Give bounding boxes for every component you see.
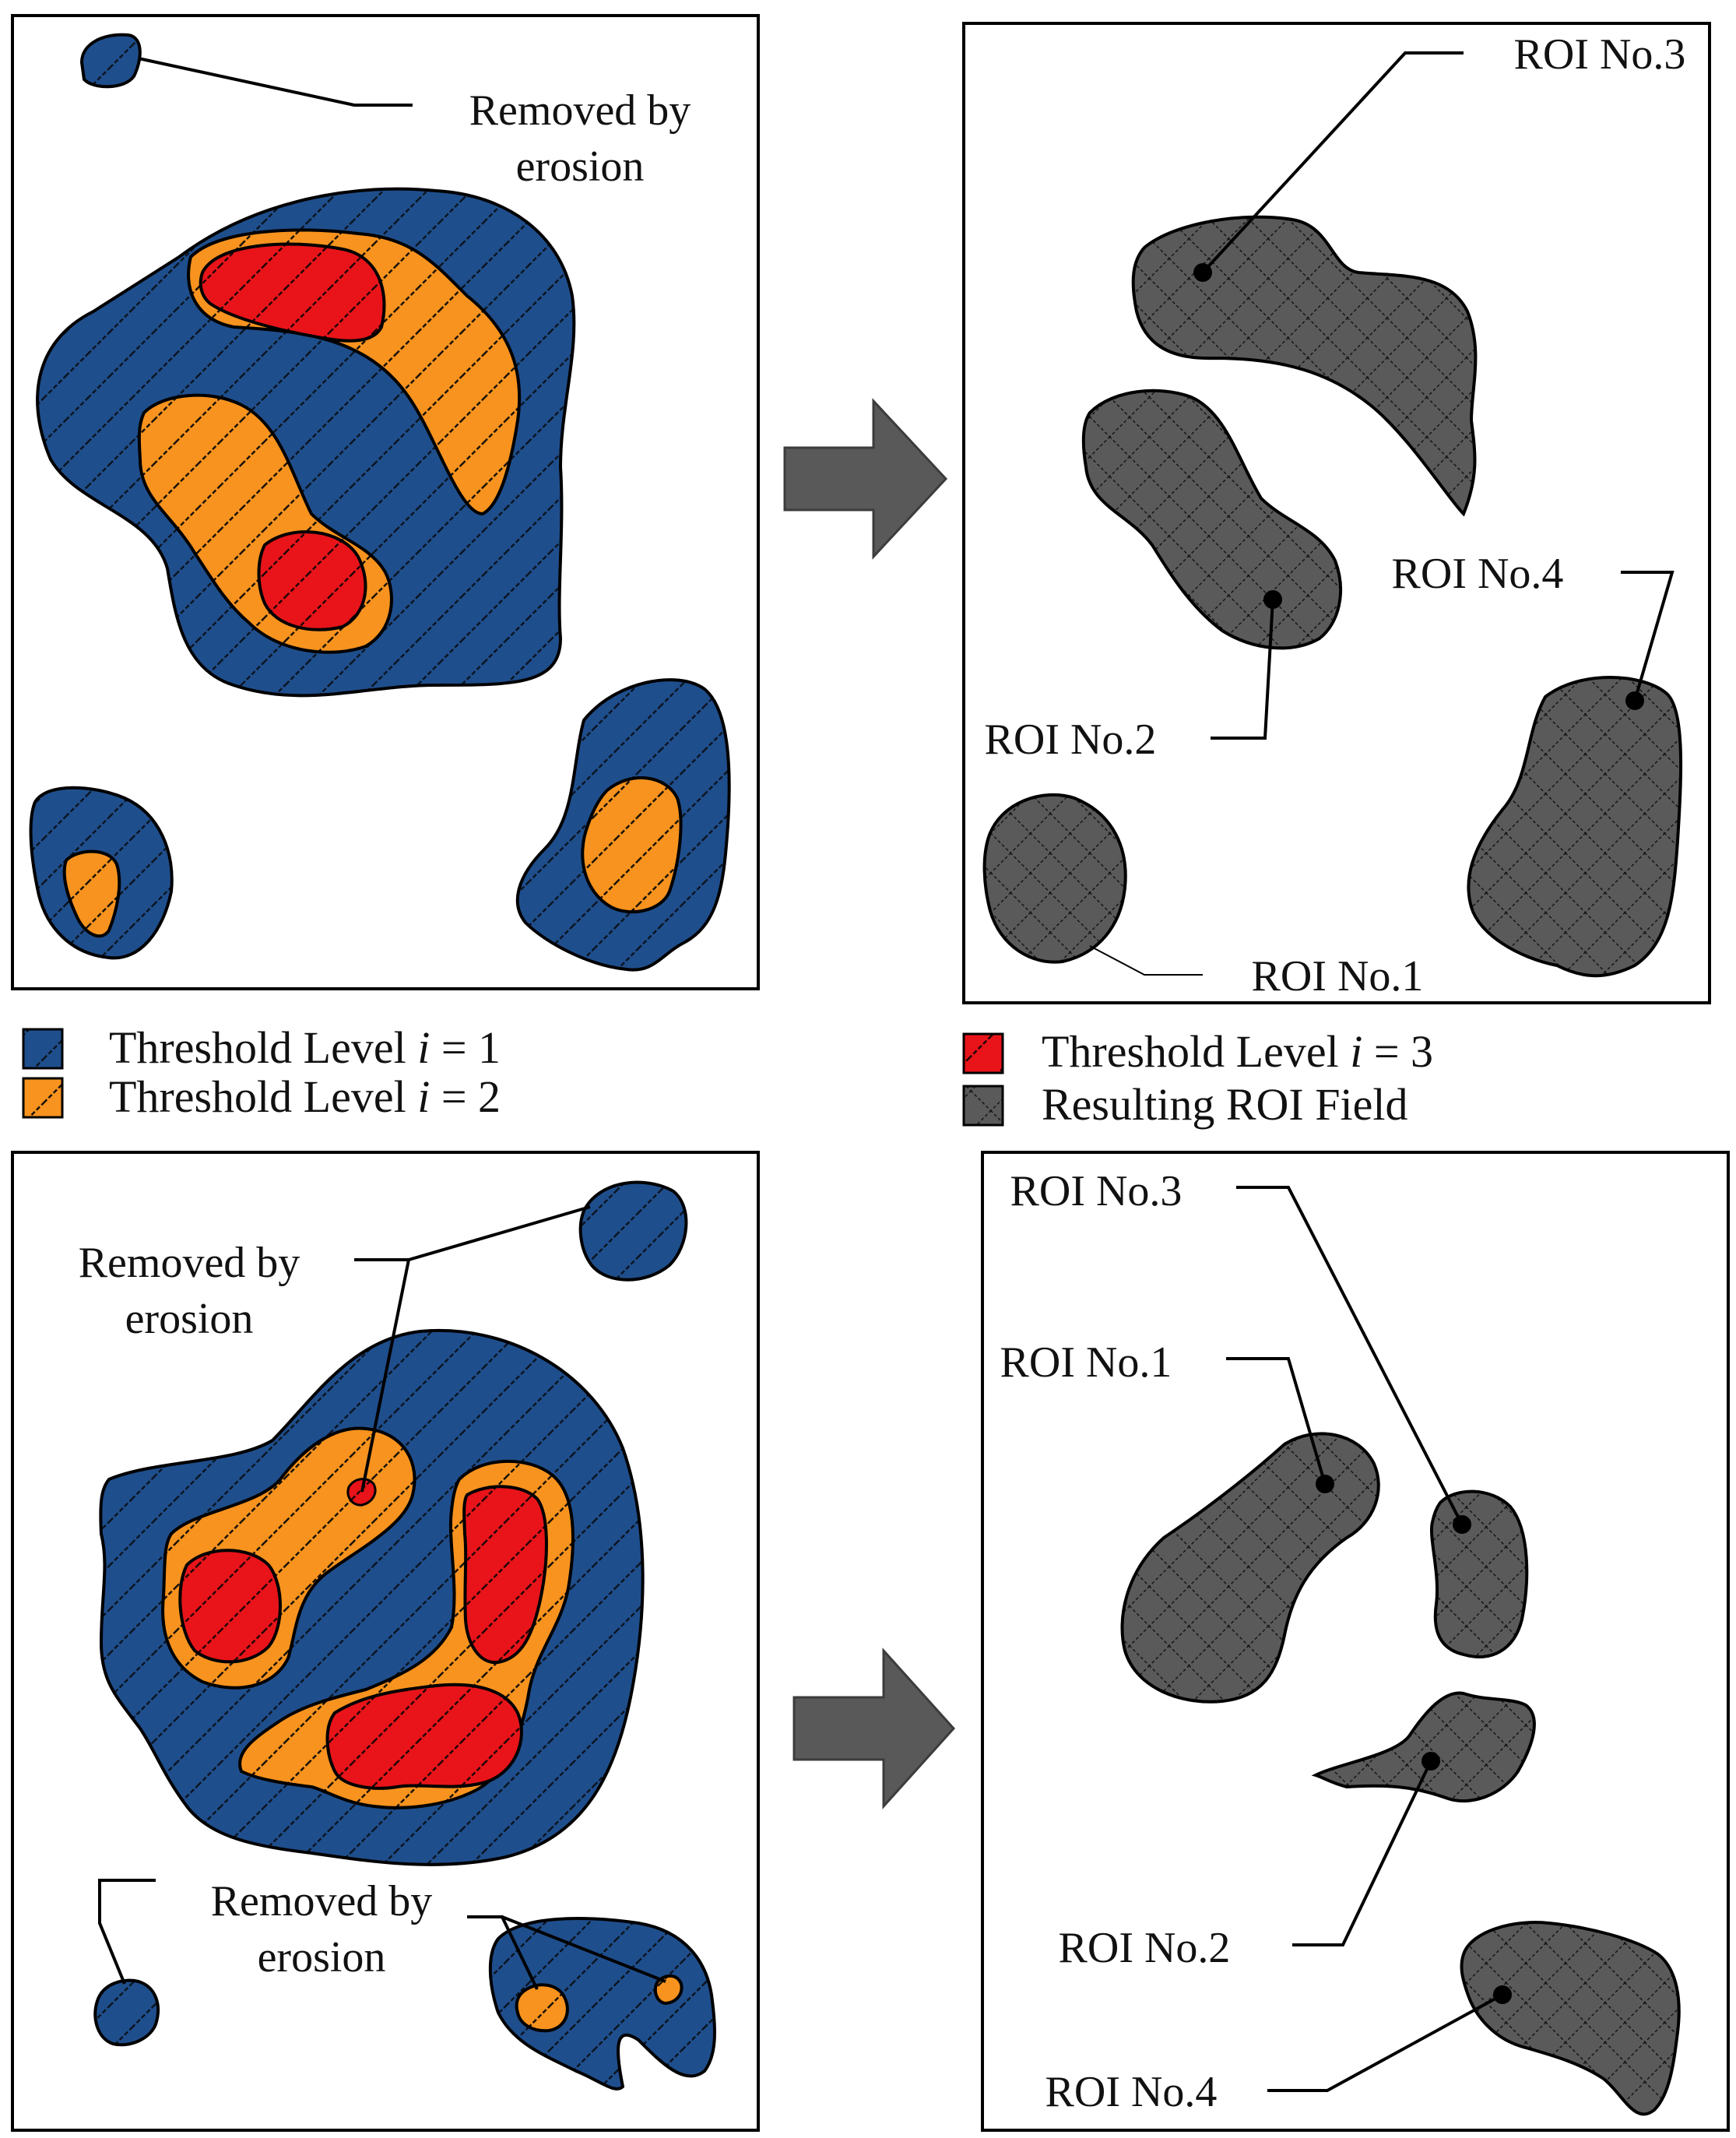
leader-line <box>138 57 413 107</box>
level1-blob-small-removed-bottom <box>93 1978 160 2047</box>
level3-blob-lower <box>257 530 367 631</box>
removed-label-bottom-line1: Removed by <box>211 1877 433 1925</box>
panel-bottom-left: Removed by erosion Removed by erosion <box>11 1151 760 2132</box>
roi3-region <box>1430 1489 1529 1658</box>
leader-line <box>501 1915 666 1983</box>
roi2-label: ROI No.2 <box>985 716 1157 764</box>
roi3-label: ROI No.3 <box>1010 1167 1183 1215</box>
roi3-region <box>1131 215 1478 517</box>
arrow-right-icon <box>783 398 948 560</box>
panel-top-left: Removed by erosion <box>11 14 760 990</box>
level3-blob-right-lower <box>325 1683 523 1790</box>
roi-marker <box>1316 1475 1334 1493</box>
roi3-label: ROI No.3 <box>1514 30 1686 79</box>
legend: Threshold Level i = 1 Threshold Level i … <box>22 1022 1433 1130</box>
level1-blob-bottom-right <box>488 1917 716 2091</box>
level2-blob-bottom-right-b <box>653 1974 684 2006</box>
roi2-region <box>1311 1691 1536 1803</box>
legend-swatch-level3 <box>962 1032 1004 1074</box>
leader-line <box>1226 1357 1327 1485</box>
roi4-region <box>1467 676 1683 978</box>
removed-label-bottom-line2: erosion <box>258 1933 386 1982</box>
panel-top-right: ROI No.3 ROI No.4 ROI No.2 ROI No.1 <box>962 22 1711 1004</box>
legend-item-roi-field: Resulting ROI Field <box>962 1079 1407 1130</box>
removed-label-line2: erosion <box>516 142 645 191</box>
legend-item-level3: Threshold Level i = 3 <box>962 1026 1433 1077</box>
removed-label-top-line2: erosion <box>125 1295 254 1343</box>
legend-label-level3: Threshold Level i = 3 <box>1042 1026 1433 1077</box>
level1-blob-small-removed <box>79 33 142 89</box>
legend-label-level2: Threshold Level i = 2 <box>109 1071 501 1122</box>
level3-blob-left <box>178 1549 282 1664</box>
roi-marker <box>1625 691 1644 710</box>
roi-marker <box>1193 263 1212 282</box>
level2-blob-bottom-right-a <box>515 1983 569 2033</box>
legend-label-roi-field: Resulting ROI Field <box>1042 1079 1407 1130</box>
removed-label-top-line1: Removed by <box>79 1239 300 1287</box>
roi-marker <box>1263 590 1282 609</box>
level2-blob-bottom-left <box>62 849 121 938</box>
leader-line <box>1201 51 1464 274</box>
level3-blob-right-upper <box>462 1485 548 1665</box>
legend-item-level1: Threshold Level i = 1 <box>22 1022 501 1073</box>
roi-marker <box>1493 1985 1512 2004</box>
leader-line <box>1267 1993 1503 2092</box>
level3-blob-upper <box>199 242 386 343</box>
roi2-region <box>1081 389 1342 650</box>
leader-line <box>1211 599 1274 740</box>
roi4-label: ROI No.4 <box>1392 550 1564 598</box>
panel-bottom-right: ROI No.3 ROI No.1 ROI No.2 ROI No.4 <box>981 1151 1730 2132</box>
roi-marker <box>1453 1515 1471 1534</box>
leader-line <box>98 1879 156 1985</box>
roi1-label: ROI No.1 <box>1000 1338 1172 1387</box>
roi1-region <box>1120 1432 1380 1704</box>
roi4-label: ROI No.4 <box>1045 2068 1218 2116</box>
legend-item-level2: Threshold Level i = 2 <box>22 1071 501 1122</box>
legend-label-level1: Threshold Level i = 1 <box>109 1022 501 1073</box>
level2-blob-bottom-right <box>581 776 683 914</box>
legend-swatch-level1 <box>22 1028 64 1070</box>
leader-line <box>1236 1186 1464 1525</box>
leader-line <box>1621 571 1675 702</box>
roi2-label: ROI No.2 <box>1059 1924 1231 1972</box>
level3-blob-tiny-removed <box>346 1478 377 1507</box>
roi-marker <box>1421 1752 1440 1771</box>
leader-line <box>1292 1760 1432 1946</box>
roi4-region <box>1460 1921 1681 2116</box>
legend-swatch-roi-field <box>962 1085 1004 1127</box>
level1-blob-small-removed-top <box>578 1180 688 1282</box>
roi1-region <box>982 793 1127 964</box>
arrow-right-icon <box>792 1647 956 1809</box>
roi1-label: ROI No.1 <box>1252 952 1424 1000</box>
leader-line <box>1089 945 1203 976</box>
leader-line <box>360 1259 410 1493</box>
legend-swatch-level2 <box>22 1077 64 1119</box>
removed-label-line1: Removed by <box>469 86 691 135</box>
